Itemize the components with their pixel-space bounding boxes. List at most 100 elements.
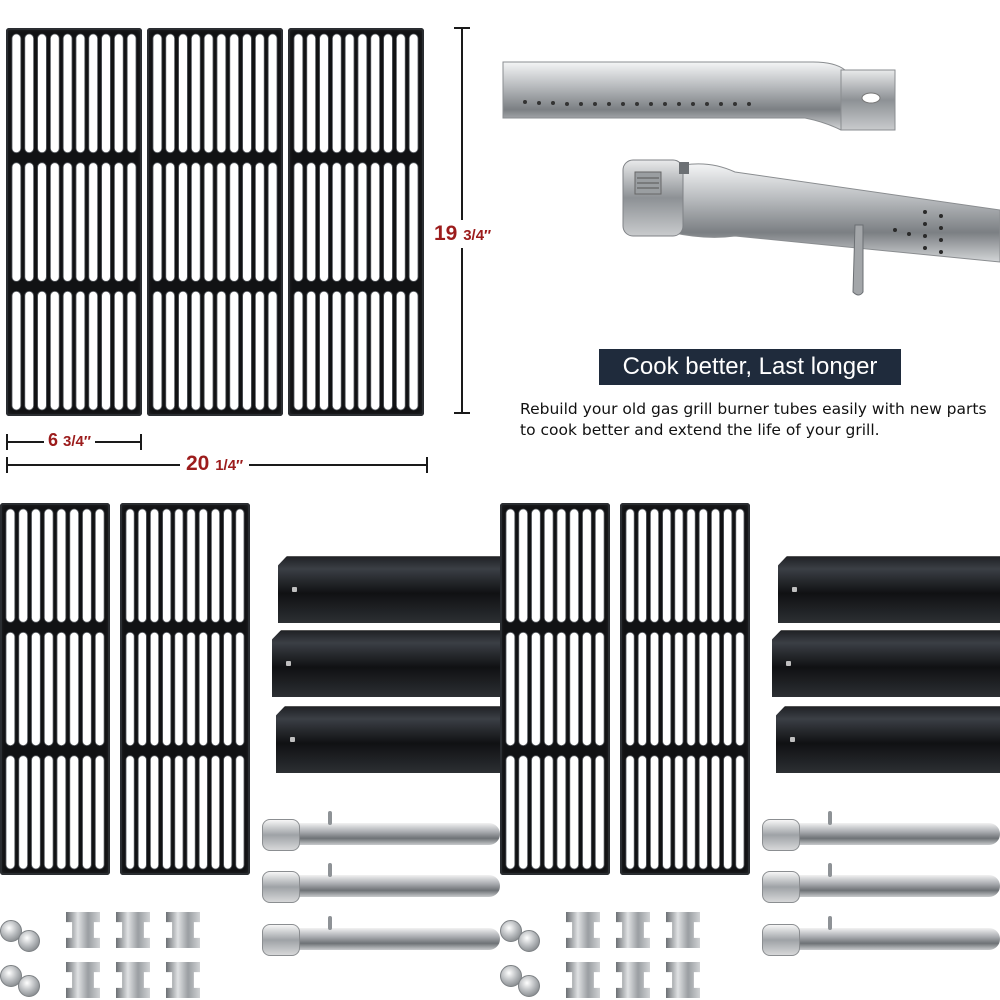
- grate-slot: [126, 162, 137, 282]
- grate-slot: [293, 162, 304, 282]
- grate-slot: [94, 508, 105, 623]
- grate-slot: [43, 508, 54, 623]
- grate-slot: [62, 162, 73, 282]
- piece-width-whole: 6: [48, 430, 59, 450]
- grate-slot: [198, 631, 208, 747]
- grate-slot-pattern: [11, 33, 137, 411]
- grate-slot: [125, 508, 135, 623]
- grate-slot: [594, 508, 605, 623]
- piece-width-fraction: 3/4″: [63, 433, 92, 450]
- grate-slot: [149, 508, 159, 623]
- grate-slot: [408, 290, 419, 411]
- grate-slot: [229, 290, 240, 411]
- grate-slot: [505, 631, 516, 747]
- grate-slot-pattern: [152, 33, 278, 411]
- kit-right-burner-1: [762, 811, 1000, 851]
- grate-slot: [75, 290, 86, 411]
- grate-slot: [178, 162, 188, 282]
- grate-slot: [186, 755, 196, 870]
- grate-slot: [332, 290, 342, 411]
- cooking-grate-top-3: [288, 28, 424, 416]
- grate-slot: [162, 755, 172, 870]
- kit-left-heat-plate-2: [272, 630, 500, 697]
- cooking-grate-top-2: [147, 28, 283, 416]
- grate-slot: [174, 631, 184, 747]
- grate-slot: [370, 290, 381, 411]
- grate-slot: [11, 290, 22, 411]
- kit-left-burner-3: [262, 916, 500, 956]
- grate-slot: [674, 755, 684, 870]
- grate-slot: [594, 631, 605, 747]
- grate-slot: [69, 755, 80, 870]
- grate-slot: [319, 33, 329, 154]
- grate-slot: [723, 631, 733, 747]
- grate-slot: [686, 508, 696, 623]
- grate-slot: [24, 33, 34, 154]
- grate-slot: [203, 33, 214, 154]
- grate-slot: [37, 162, 47, 282]
- grate-slot: [625, 755, 635, 870]
- grate-slot: [698, 755, 708, 870]
- grate-slot: [82, 631, 92, 747]
- grate-slot: [556, 508, 567, 623]
- kit-right-burner-2: [762, 863, 1000, 903]
- grate-slot: [82, 755, 92, 870]
- grate-slot: [637, 631, 647, 747]
- grate-slot: [178, 33, 188, 154]
- grate-slot: [332, 162, 342, 282]
- grate-slot: [69, 631, 80, 747]
- kit-left-heat-plate-3: [276, 706, 500, 773]
- grate-slot: [505, 508, 516, 623]
- grate-slot: [637, 755, 647, 870]
- grate-slot: [383, 33, 393, 154]
- grate-slot: [125, 755, 135, 870]
- piece-width-cap-right: [140, 434, 142, 450]
- grate-slot: [211, 631, 221, 747]
- kit-left-bracket-2: [116, 912, 150, 948]
- height-dimension-label: 19 3/4″: [434, 220, 492, 248]
- grate-slot: [149, 755, 159, 870]
- piece-width-cap-left: [6, 434, 8, 450]
- total-width-whole: 20: [186, 452, 210, 475]
- grate-slot: [698, 631, 708, 747]
- grate-slot: [174, 508, 184, 623]
- grate-slot: [625, 631, 635, 747]
- kit-right-nut-4: [518, 975, 540, 997]
- grate-slot: [229, 33, 240, 154]
- grate-slot: [229, 162, 240, 282]
- height-fraction: 3/4″: [463, 227, 492, 244]
- grate-slot: [198, 755, 208, 870]
- grate-slot: [255, 33, 265, 154]
- grate-slot: [518, 631, 528, 747]
- grate-slot: [5, 631, 16, 747]
- grate-slot: [370, 162, 381, 282]
- grate-slot: [711, 508, 721, 623]
- grate-slot: [191, 162, 201, 282]
- grate-slot: [711, 631, 721, 747]
- grate-slot: [114, 290, 124, 411]
- grate-slot: [674, 508, 684, 623]
- cooking-grate-top-1: [6, 28, 142, 416]
- kit-left-nut-3: [0, 965, 22, 987]
- grate-slot: [569, 755, 580, 870]
- grate-slot: [396, 162, 406, 282]
- grate-slot: [711, 755, 721, 870]
- grate-slot: [370, 33, 381, 154]
- grate-slot: [152, 162, 163, 282]
- grate-slot: [162, 508, 172, 623]
- grate-slot: [18, 508, 28, 623]
- grate-slot: [31, 631, 41, 747]
- kit-left-grate-1: [0, 503, 110, 875]
- grate-slot: [408, 33, 419, 154]
- grate-slot: [174, 755, 184, 870]
- grate-slot: [11, 33, 22, 154]
- grate-slot: [186, 631, 196, 747]
- grate-slot: [43, 755, 54, 870]
- grate-slot: [216, 290, 227, 411]
- grate-slot: [50, 162, 60, 282]
- grate-slot: [5, 755, 16, 870]
- kit-left-nut-4: [18, 975, 40, 997]
- grate-slot: [235, 755, 245, 870]
- kit-left-nut-2: [18, 930, 40, 952]
- grate-slot: [37, 33, 47, 154]
